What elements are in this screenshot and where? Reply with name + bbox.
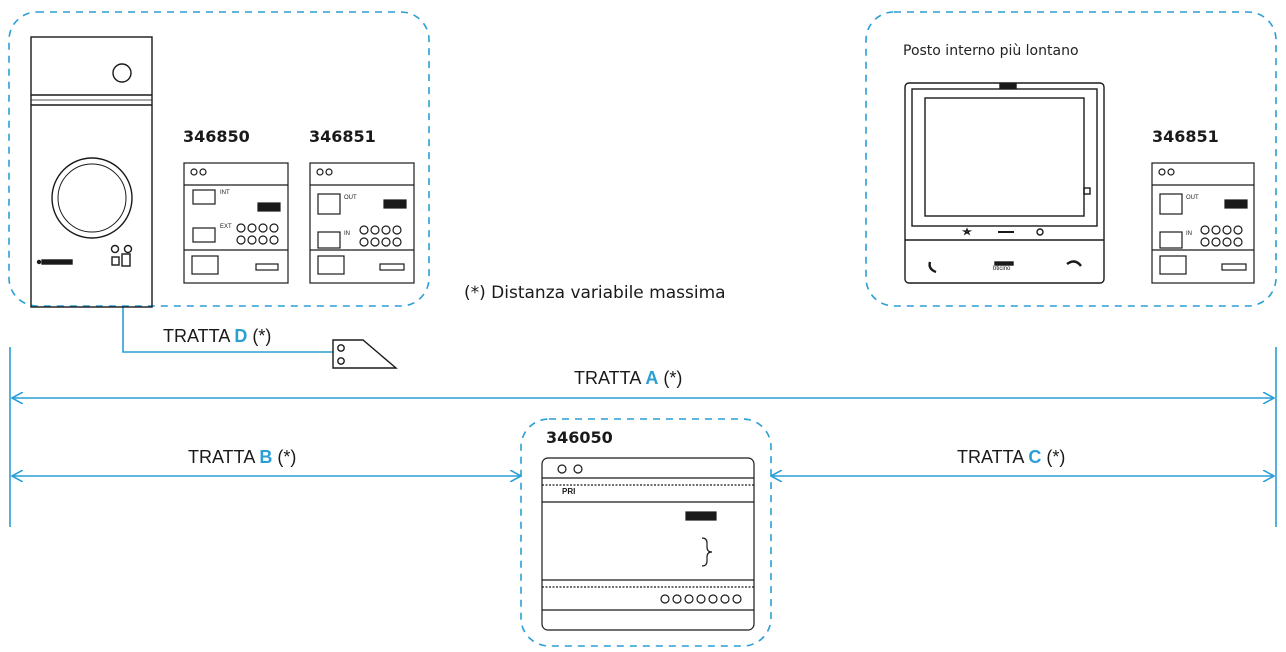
in-port-right-label: IN bbox=[1186, 231, 1192, 237]
tratta-a-label: TRATTA A (*) bbox=[574, 368, 682, 389]
code-346050-label: 346050 bbox=[546, 428, 613, 447]
tratta-suffix: (*) bbox=[252, 326, 272, 346]
module-346851-left-icon bbox=[309, 162, 415, 284]
module-346851-right-icon bbox=[1151, 162, 1255, 284]
internal-unit-icon bbox=[904, 82, 1105, 284]
push-button-icon bbox=[332, 339, 398, 369]
entrance-panel-icon bbox=[30, 36, 153, 308]
tratta-word: TRATTA bbox=[574, 368, 641, 388]
tratta-d-label: TRATTA D (*) bbox=[163, 326, 271, 347]
tratta-letter-c: C bbox=[1028, 447, 1042, 467]
power-supply-346050-icon bbox=[541, 457, 755, 631]
far-internal-unit-group bbox=[865, 11, 1277, 307]
far-unit-label: Posto interno più lontano bbox=[903, 43, 1079, 59]
pri-label: PRI bbox=[562, 487, 576, 496]
power-supply-group bbox=[520, 418, 772, 647]
tratta-word: TRATTA bbox=[188, 447, 255, 467]
distance-note: (*) Distanza variabile massima bbox=[464, 283, 726, 303]
tratta-suffix: (*) bbox=[277, 447, 297, 467]
tratta-letter-a: A bbox=[645, 368, 659, 388]
tratta-letter-d: D bbox=[234, 326, 248, 346]
monitor-brand-label: bticino bbox=[993, 266, 1011, 272]
in-port-left-label: IN bbox=[344, 231, 350, 237]
code-346851-left-label: 346851 bbox=[309, 127, 376, 146]
out-port-left-label: OUT bbox=[344, 195, 357, 201]
tratta-word: TRATTA bbox=[957, 447, 1024, 467]
ext-port-label: EXT bbox=[220, 224, 232, 230]
tratta-letter-b: B bbox=[259, 447, 273, 467]
tratta-suffix: (*) bbox=[1046, 447, 1066, 467]
tratta-suffix: (*) bbox=[663, 368, 683, 388]
tratta-d-wire bbox=[122, 307, 333, 353]
code-346851-right-label: 346851 bbox=[1152, 127, 1219, 146]
tratta-word: TRATTA bbox=[163, 326, 230, 346]
module-346850-icon bbox=[183, 162, 289, 284]
tratta-b-label: TRATTA B (*) bbox=[188, 447, 296, 468]
code-346850-label: 346850 bbox=[183, 127, 250, 146]
tratta-c-label: TRATTA C (*) bbox=[957, 447, 1065, 468]
entrance-panel-group bbox=[8, 11, 430, 307]
int-port-label: INT bbox=[220, 190, 230, 196]
out-port-right-label: OUT bbox=[1186, 195, 1199, 201]
